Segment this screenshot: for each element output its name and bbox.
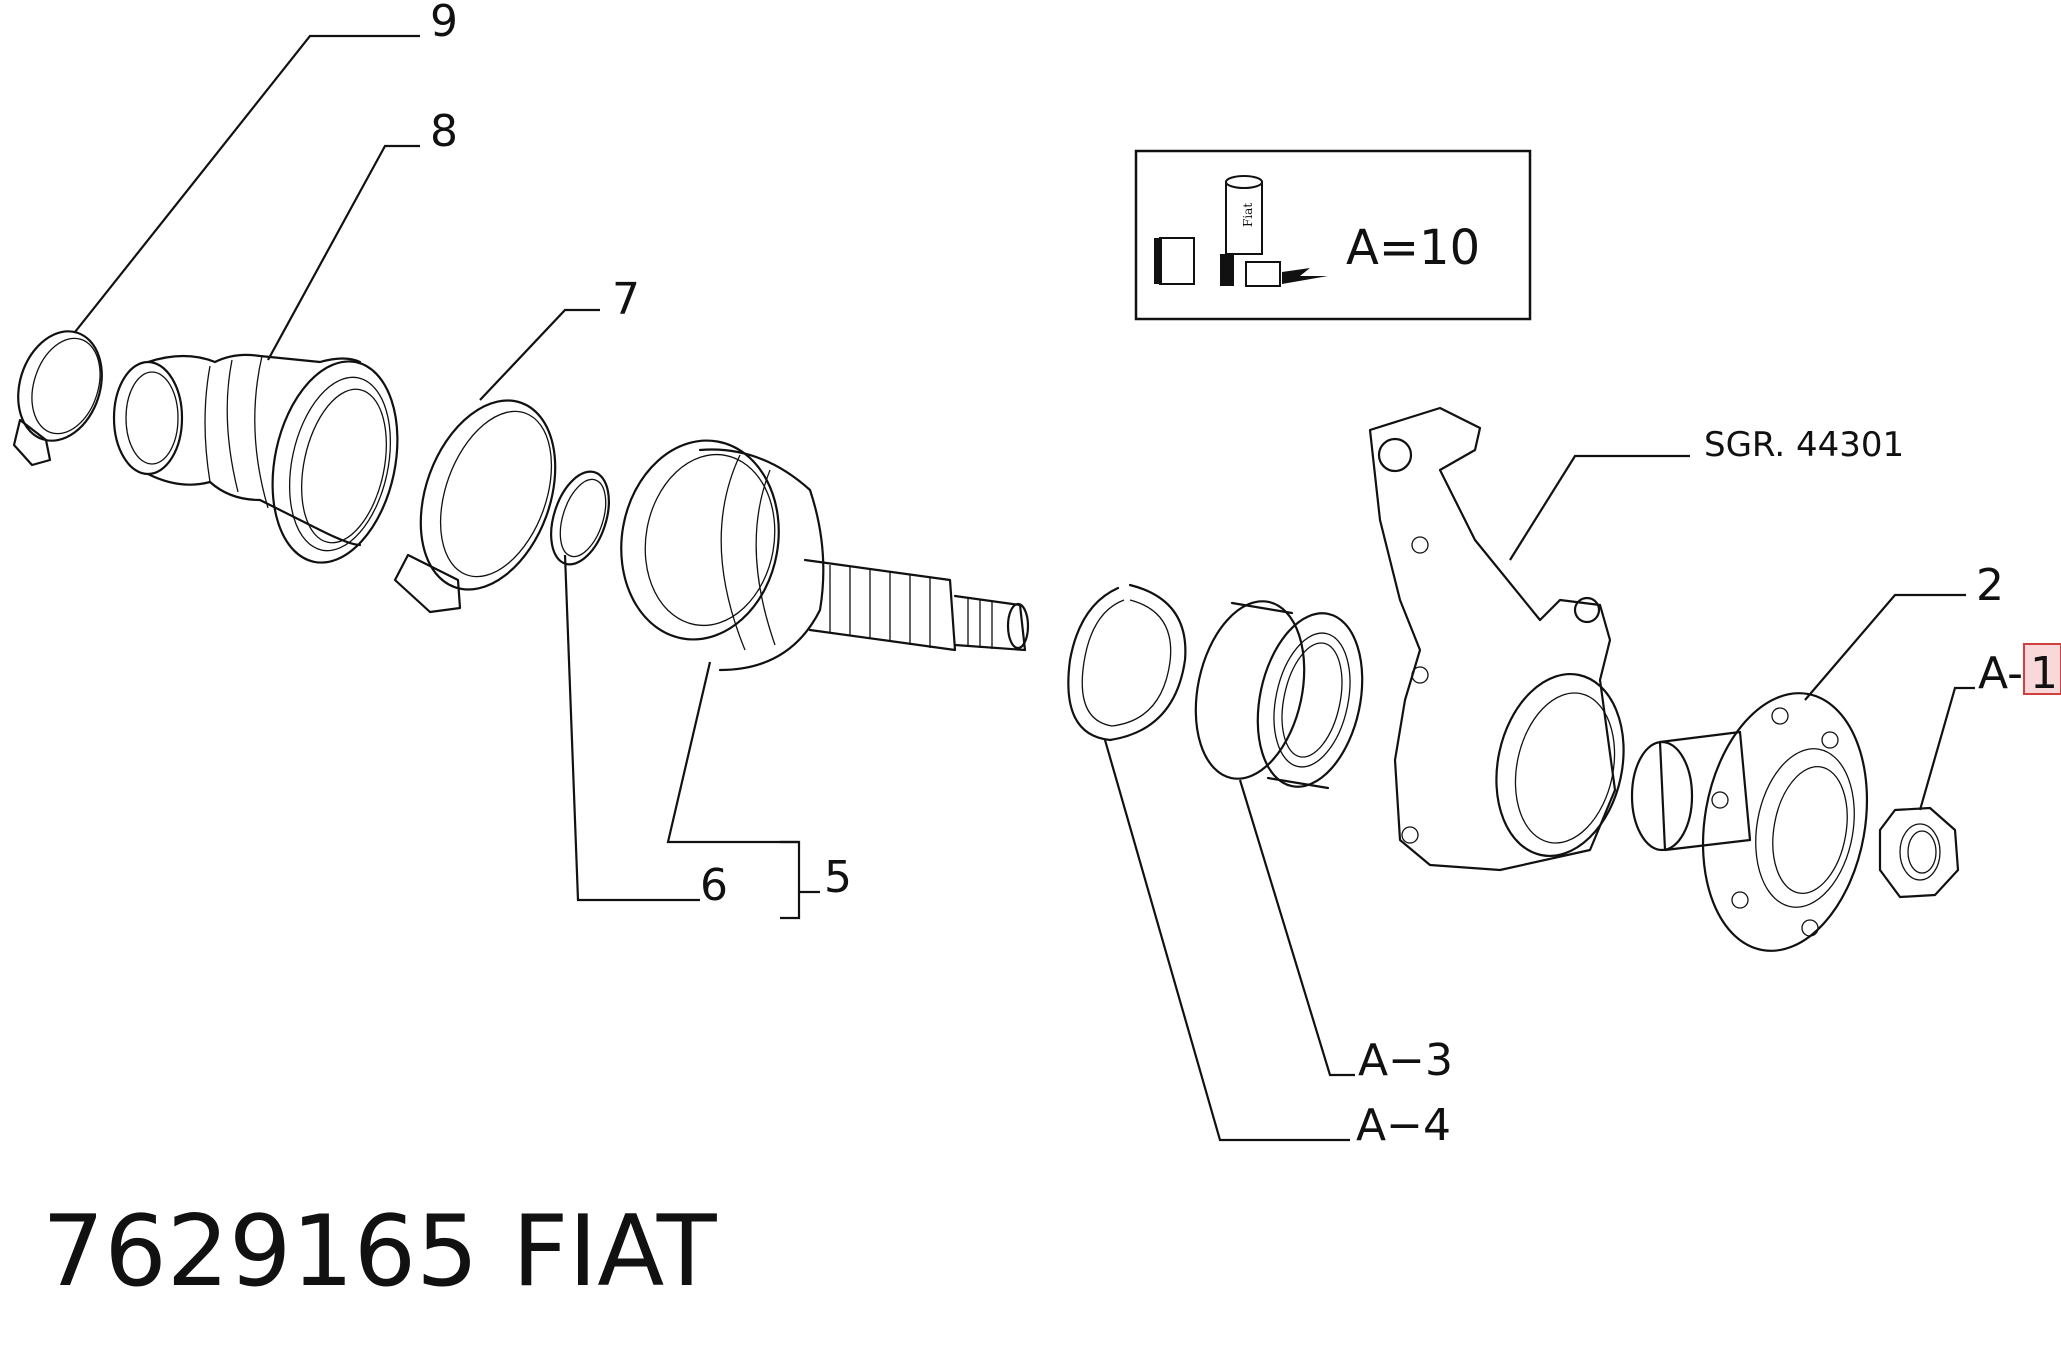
leader-6-joint (666, 661, 799, 844)
nut-a1 (1878, 806, 1960, 899)
fiat-kit-icon: Fiat (1154, 175, 1328, 287)
boot-8 (112, 353, 399, 564)
hub-2 (1630, 692, 1869, 952)
callout-8: 8 (430, 106, 458, 157)
snap-ring-6 (550, 470, 610, 566)
callout-a4: A−4 (1356, 1100, 1451, 1151)
leader-a1 (1918, 686, 1975, 811)
leader-lines (74, 34, 1975, 1142)
callout-5: 5 (824, 852, 852, 903)
leader-7 (479, 308, 600, 401)
circlip-a4 (1067, 583, 1187, 742)
kit-label: A=10 (1346, 220, 1480, 276)
kit-logo-text: Fiat (1241, 203, 1255, 227)
bearing-a3 (1194, 600, 1364, 790)
callout-a1-number: 1 (2030, 648, 2058, 699)
callout-9: 9 (430, 0, 458, 47)
leader-5-bracket (780, 840, 801, 920)
leader-9 (74, 34, 420, 333)
steering-knuckle (1368, 406, 1625, 872)
callout-6: 6 (700, 860, 728, 911)
leader-a3 (1238, 779, 1355, 1077)
leader-a4 (1103, 739, 1350, 1142)
leader-8 (267, 144, 420, 361)
leader-sgr (1509, 454, 1690, 561)
leader-6-ring (563, 554, 700, 902)
callout-a3: A−3 (1358, 1035, 1453, 1086)
callout-7: 7 (612, 274, 640, 325)
callout-a1-highlight (2023, 643, 2061, 695)
kit-legend-box: Fiat A=10 (1134, 149, 1532, 321)
callout-sgr: SGR. 44301 (1704, 425, 1904, 465)
callout-2: 2 (1976, 560, 2004, 611)
brand-name: FIAT (512, 1195, 717, 1309)
part-number: 7629165 (42, 1195, 479, 1309)
callout-labels: 9 8 7 6 5 SGR. 44301 2 A- 1 A−3 A−4 (430, 0, 2061, 1151)
leader-2 (1804, 593, 1966, 701)
clamp-9 (12, 330, 103, 467)
cv-joint-5 (620, 439, 1030, 672)
clamp-7 (393, 399, 557, 614)
callout-a1: A- (1978, 648, 2023, 699)
